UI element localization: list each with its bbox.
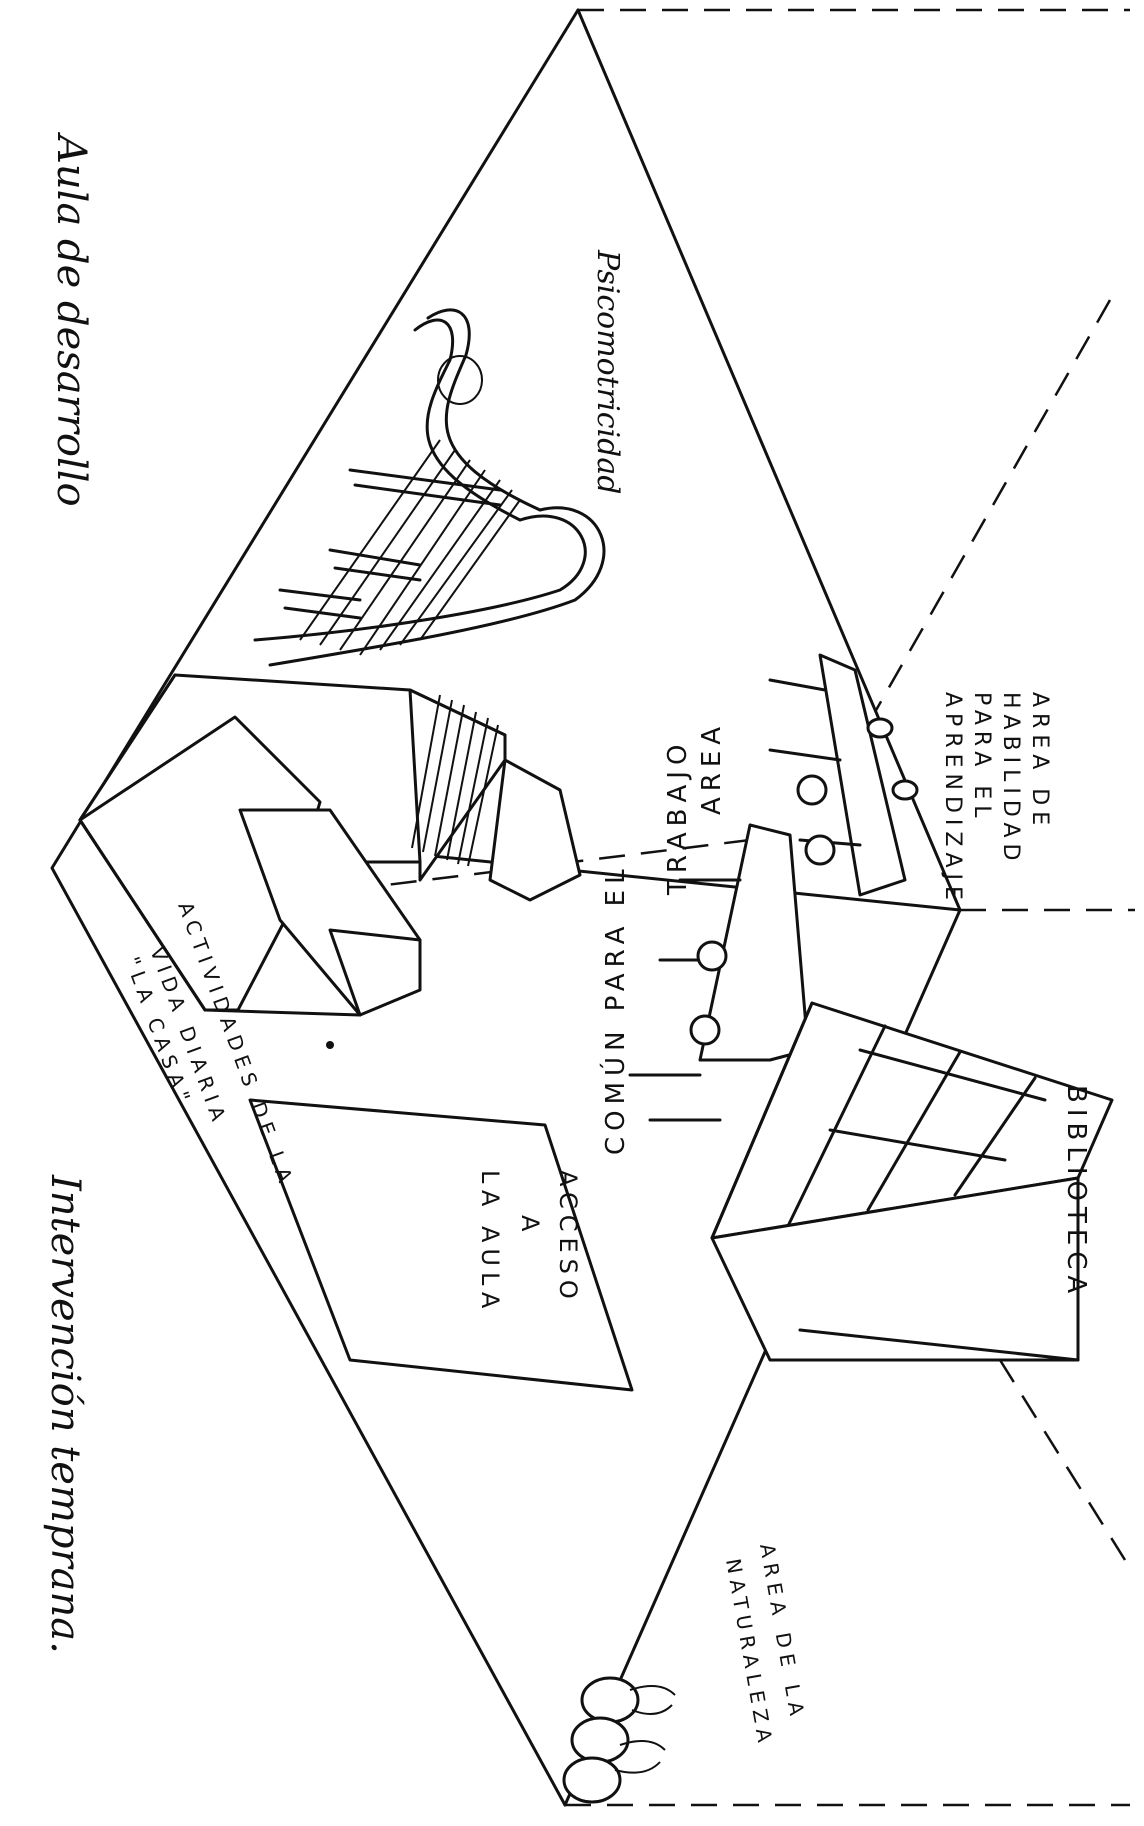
label-area-habilidad: AREA DE HABILIDAD PARA EL APRENDIZAJE <box>940 692 1052 906</box>
label-area-habilidad-line-3: PARA EL <box>969 692 994 824</box>
nature-plants <box>564 1678 675 1802</box>
label-area-habilidad-line-4: APRENDIZAJE <box>940 692 965 906</box>
label-acceso-line-1: ACCESO <box>554 1170 582 1305</box>
title-intervencion-temprana: Intervención temprana. <box>42 1174 88 1654</box>
label-area-comun: AREA TRABAJO COMÚN PARA EL <box>599 721 727 1155</box>
slide-equipment <box>255 310 604 665</box>
label-psicomotricidad: Psicomotricidad <box>590 249 625 494</box>
label-area-habilidad-line-1: AREA DE <box>1027 692 1052 831</box>
label-area-comun-line-2: TRABAJO <box>663 739 693 896</box>
label-biblioteca: BIBLIOTECA <box>1061 1085 1091 1299</box>
label-area-habilidad-line-2: HABILIDAD <box>998 692 1023 866</box>
label-area-naturaleza: AREA DE LA NATURALEZA <box>721 1542 810 1750</box>
label-acceso-line-2: A <box>516 1215 544 1237</box>
label-area-comun-line-3: COMÚN PARA EL <box>599 863 631 1155</box>
title-aula-desarrollo: Aula de desarrollo <box>48 131 94 507</box>
label-acceso-line-3: LA AULA <box>476 1170 504 1314</box>
label-area-comun-line-1: AREA <box>697 721 727 815</box>
